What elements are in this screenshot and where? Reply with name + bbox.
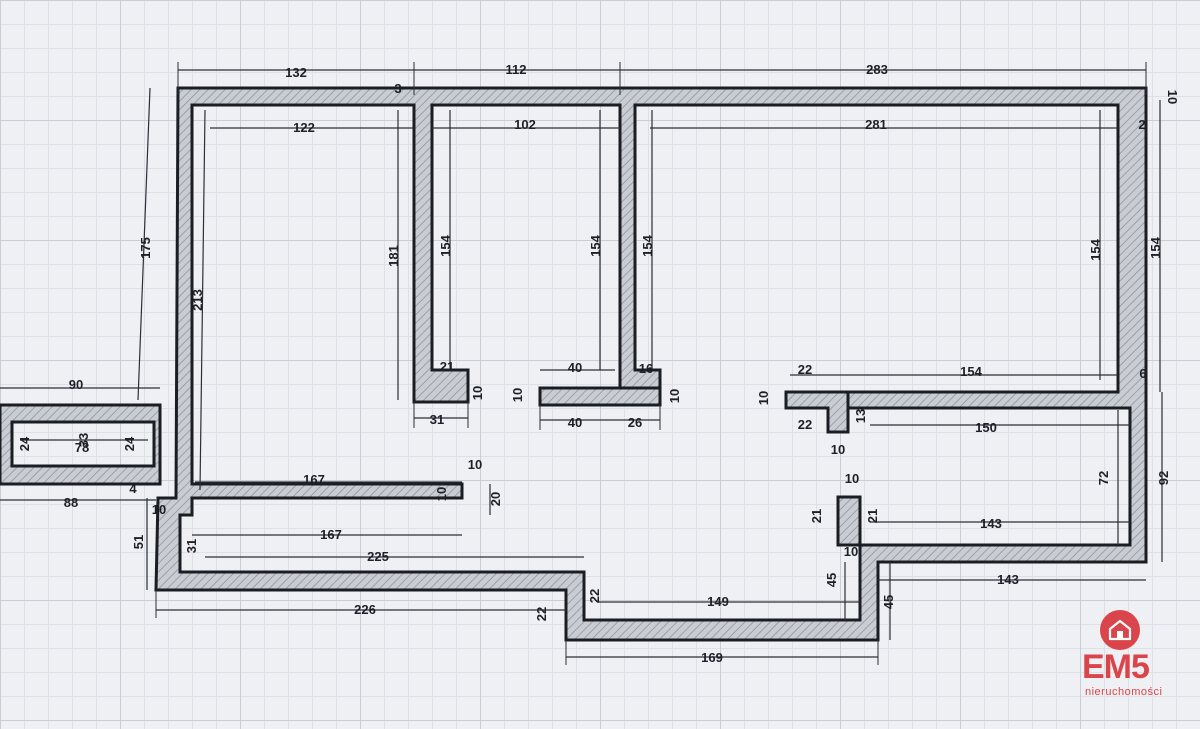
dim-label: 92 (1156, 471, 1171, 485)
dim-label: 16 (639, 361, 653, 376)
dim-label: 4 (129, 481, 137, 496)
extension-lines (155, 62, 1147, 665)
left-wall-stub (0, 403, 162, 486)
dim-label: 26 (628, 415, 642, 430)
dim-label: 154 (1088, 238, 1103, 260)
dim-label: 112 (506, 62, 527, 77)
dim-label: 154 (588, 234, 603, 256)
dim-label: 283 (866, 62, 888, 77)
dim-label: 33 (76, 433, 91, 447)
dim-label: 10 (844, 544, 858, 559)
dim-label: 24 (122, 436, 137, 451)
dim-label: 21 (809, 509, 824, 523)
dim-label: 21 (865, 509, 880, 523)
dim-label: 175 (138, 237, 153, 259)
dim-label: 10 (845, 471, 859, 486)
dim-label: 143 (997, 572, 1019, 587)
brand-tagline: nieruchomości (1085, 686, 1163, 698)
dim-label: 10 (434, 487, 449, 501)
dim-label: 10 (468, 457, 482, 472)
dim-label: 31 (184, 539, 199, 553)
dim-label: 3 (394, 81, 401, 96)
dim-label: 10 (470, 386, 485, 400)
center-counter (538, 386, 662, 407)
dim-label: 22 (798, 362, 812, 377)
dim-label: 72 (1096, 471, 1111, 485)
dim-label: 225 (367, 549, 389, 564)
dim-label: 154 (960, 364, 982, 379)
house-icon (1100, 610, 1140, 650)
dim-label: 10 (756, 391, 771, 405)
dim-label: 22 (534, 607, 549, 621)
dim-label: 10 (667, 389, 682, 403)
dim-label: 10 (152, 502, 166, 517)
dim-label: 154 (1148, 236, 1163, 258)
dimension-labels: 132 112 283 3 10 122 102 281 2 175 213 1… (17, 62, 1180, 665)
dim-label: 213 (190, 289, 205, 311)
dim-label: 132 (285, 65, 307, 80)
brand-name: EM5 (1082, 648, 1150, 686)
dim-label: 10 (510, 388, 525, 402)
dim-label: 154 (640, 234, 655, 256)
dim-label: 2 (1138, 117, 1145, 132)
dim-label: 181 (386, 245, 401, 267)
dim-label: 22 (587, 589, 602, 603)
dim-label: 20 (488, 492, 503, 506)
dim-label: 102 (514, 117, 536, 132)
dim-label: 10 (1165, 90, 1180, 104)
dim-label: 154 (438, 234, 453, 256)
pillar (836, 495, 862, 547)
dim-label: 51 (131, 535, 146, 549)
dim-label: 24 (17, 436, 32, 451)
dim-label: 226 (354, 602, 376, 617)
dim-label: 10 (831, 442, 845, 457)
dim-label: 281 (865, 117, 887, 132)
dim-label: 167 (303, 472, 325, 487)
dim-label: 143 (980, 516, 1002, 531)
dim-label: 22 (798, 417, 812, 432)
brand-logo: EM5 nieruchomości (1078, 610, 1178, 705)
dimension-lines (0, 69, 1163, 658)
dim-label: 13 (853, 409, 868, 423)
dim-label: 45 (881, 595, 896, 609)
dim-label: 40 (568, 360, 582, 375)
dim-label: 31 (430, 412, 444, 427)
dim-label: 21 (440, 359, 454, 374)
dim-label: 90 (69, 377, 83, 392)
dim-label: 149 (707, 594, 729, 609)
dim-label: 78 (75, 440, 89, 455)
dim-label: 122 (293, 120, 315, 135)
dim-label: 169 (701, 650, 723, 665)
dim-label: 150 (975, 420, 997, 435)
dim-label: 45 (824, 573, 839, 587)
dim-label: 6 (1139, 366, 1146, 381)
dim-label: 88 (64, 495, 78, 510)
dim-label: 167 (320, 527, 342, 542)
dim-label: 40 (568, 415, 582, 430)
right-stub-wall (784, 390, 850, 434)
